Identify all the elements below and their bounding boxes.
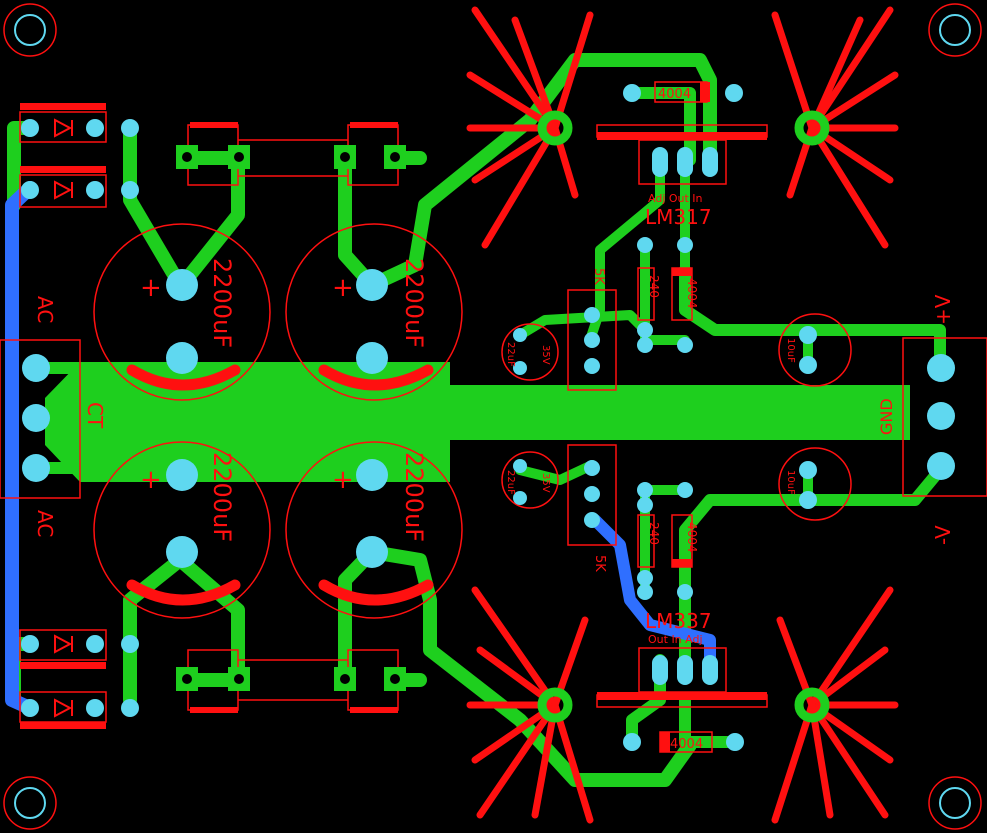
silkscreen [0,3,987,830]
label-plus-3: + [140,465,162,495]
label-cap1: 2200uF [208,258,236,348]
label-plus-1: + [140,273,162,303]
pads [14,14,971,819]
label-diode-top: 4004 [658,87,691,102]
label-lm317: LM317 [645,205,712,229]
label-diode-bottom: 4004 [670,737,703,752]
label-res-bottom: 240 [647,522,661,545]
label-10uf-bottom: 10uF [785,470,796,495]
label-pot-bottom: 5K [592,555,607,572]
label-diode-mid-bottom: 4004 [685,522,699,553]
label-pins-top: Adj Out In [648,192,703,205]
label-35v-top: 35V [540,345,551,365]
cap-polarity-arcs [126,364,434,606]
label-plus-4: + [332,465,354,495]
label-10uf-top: 10uF [785,338,796,363]
silk-thick [20,82,767,752]
label-cap4: 2200uF [400,452,428,542]
label-cap2: 2200uF [400,258,428,348]
ground-plane [45,362,910,482]
label-lm337: LM337 [645,609,712,633]
label-35v-bottom: 35V [540,473,551,493]
label-pot-top: 5K [591,268,606,285]
label-plus-v: +V [931,294,955,325]
label-res-top: 240 [647,275,661,298]
label-diode-mid-top: 4004 [685,278,699,309]
diode-symbols [54,118,73,718]
label-minus-v: -V [931,525,955,545]
label-ac-top: AC [33,296,57,323]
label-ac-bottom: AC [33,510,57,537]
label-ct: CT [83,402,107,429]
label-22uf-bottom: 22uF [505,470,516,495]
label-cap3: 2200uF [208,452,236,542]
label-plus-2: + [332,273,354,303]
label-22uf-top: 22uF [505,342,516,367]
label-pins-bottom: Out In Adj [648,633,703,646]
silk-labels: LM317 LM337 Adj Out In Out In Adj 4004 4… [33,87,955,752]
label-gnd: GND [877,398,896,435]
